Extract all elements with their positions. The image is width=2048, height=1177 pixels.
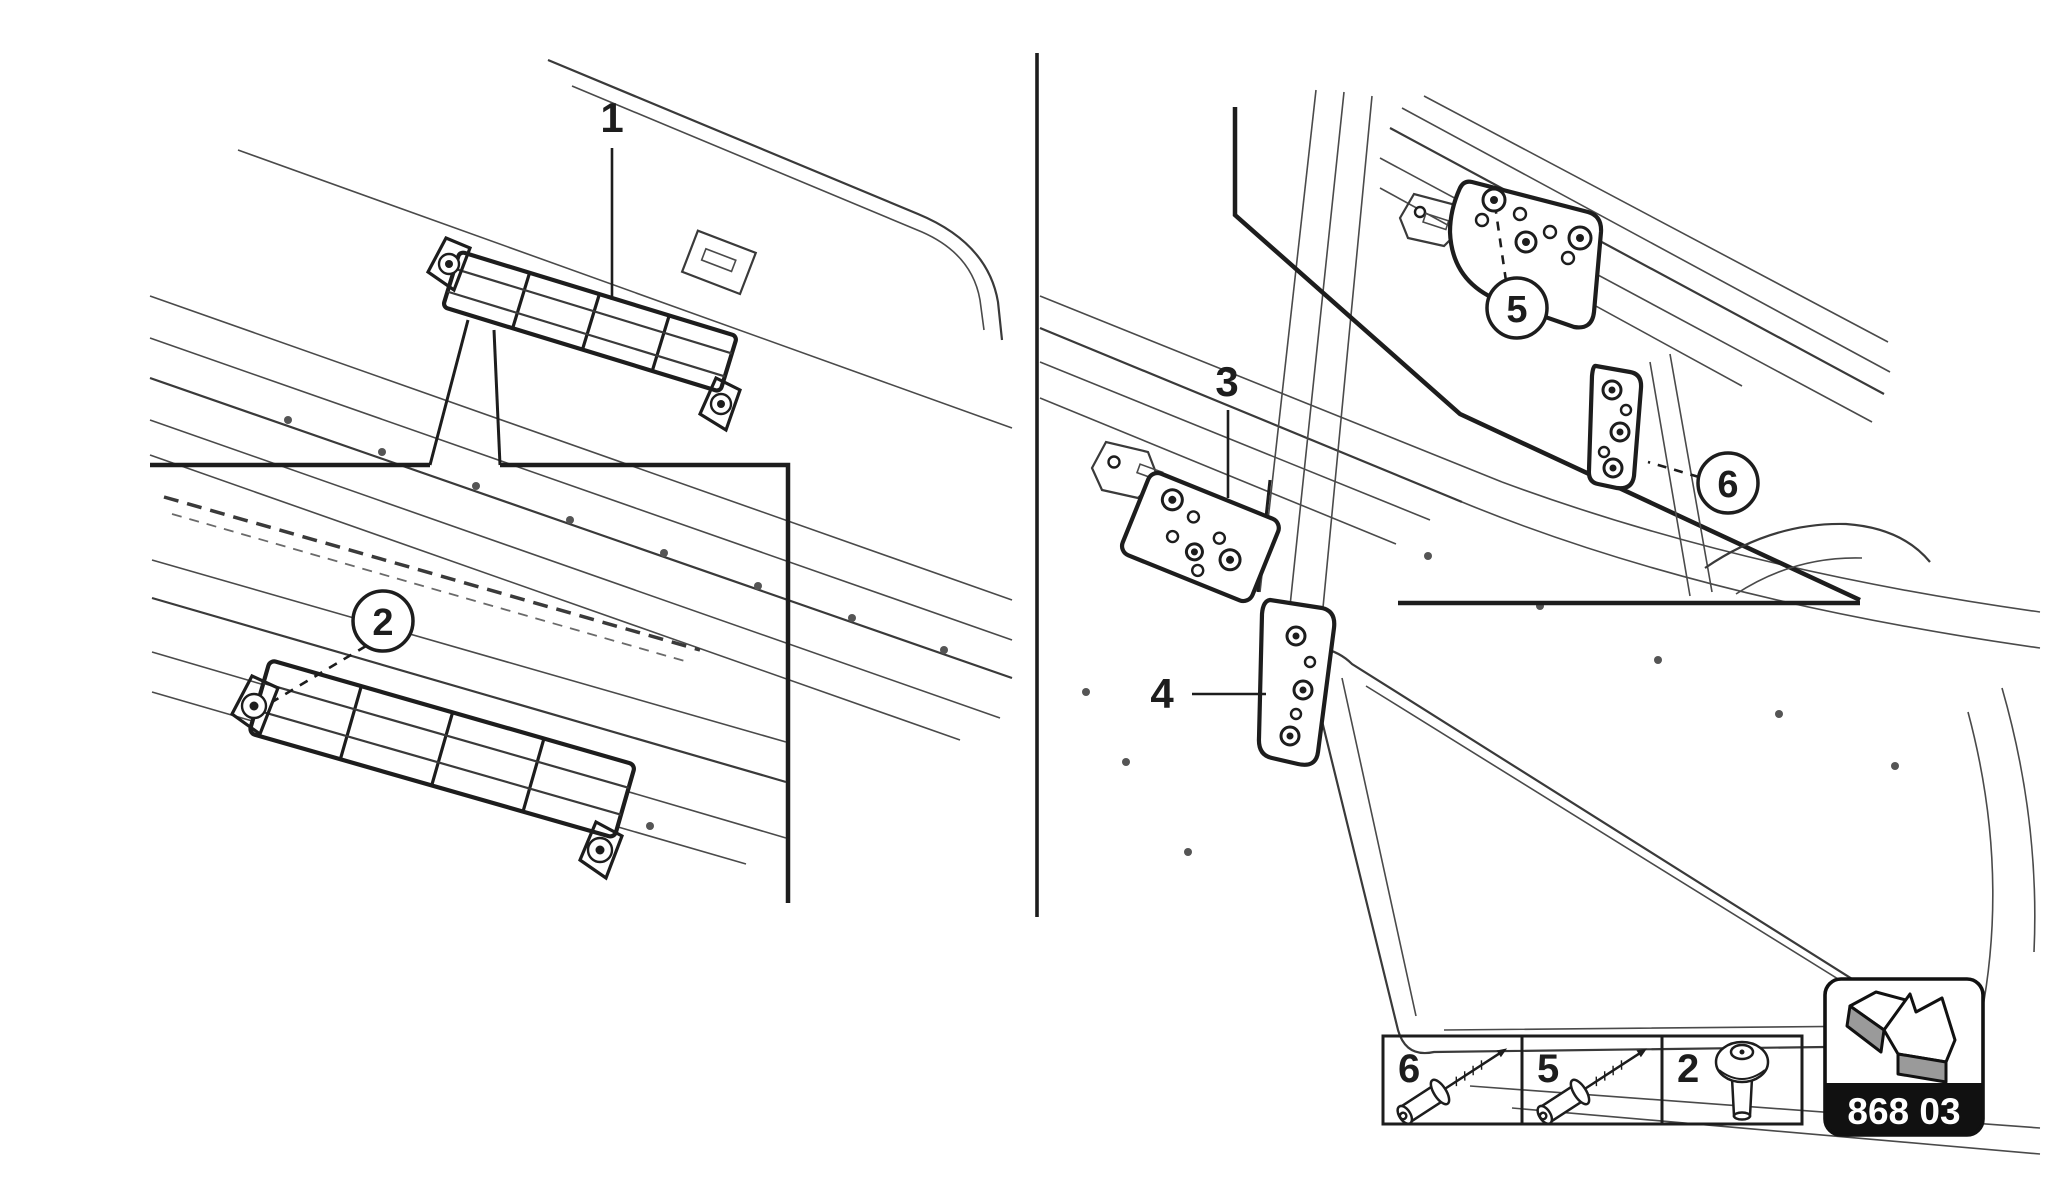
trim-detail-part6 <box>1586 363 1644 491</box>
callout-6-dashed-leader <box>1647 460 1700 479</box>
trim-end-tab-left <box>425 235 473 293</box>
rail-clip <box>680 229 758 296</box>
blind-rivet-icon <box>1536 1048 1648 1126</box>
callout-3-label: 3 <box>1215 358 1238 405</box>
pillar-main-view: 3 4 <box>1039 89 2041 1155</box>
detail-box-border-left <box>150 462 791 903</box>
legend-ref-6: 6 <box>1398 1047 1420 1091</box>
callout-5-label: 5 <box>1506 289 1527 331</box>
legend-ref-5: 5 <box>1537 1047 1559 1091</box>
detail-box-border-right <box>1232 107 1861 603</box>
callout-6-circle <box>1696 451 1760 515</box>
legend-item-6: 6 <box>1396 1047 1508 1126</box>
detail-end-tab-left <box>229 673 281 737</box>
trim-strip-detail <box>229 659 636 881</box>
callout-6-label: 6 <box>1717 464 1738 506</box>
section-arrow-icon <box>1845 990 1957 1084</box>
pillar-detail-view: 5 6 <box>1232 95 1931 606</box>
pan-head-screw-icon <box>1714 1040 1770 1121</box>
trim-strip-part1 <box>425 235 742 433</box>
callout-4-label: 4 <box>1150 670 1174 717</box>
blind-rivet-icon <box>1396 1048 1508 1126</box>
pillar-rivet-dots <box>1082 552 1899 856</box>
legend-item-5: 5 <box>1536 1047 1648 1126</box>
legend-ref-2: 2 <box>1677 1047 1699 1091</box>
callout-1-label: 1 <box>600 94 623 141</box>
detail-callout-leg-right <box>492 329 502 466</box>
trim-part4 <box>1256 597 1337 767</box>
bracket-part3 <box>1119 470 1281 604</box>
badge-code: 868 03 <box>1847 1091 1960 1132</box>
rail-rivet-dots <box>284 416 948 654</box>
callout-5-circle <box>1485 276 1549 340</box>
callout-2-label: 2 <box>372 602 393 644</box>
callout-5-dashed-leader <box>1494 211 1508 282</box>
legend-item-2: 2 <box>1677 1040 1770 1121</box>
trim-end-tab-right <box>697 375 742 433</box>
detail-callout-leg-left <box>428 319 470 466</box>
part-group-badge: 868 03 <box>1823 977 1985 1137</box>
bracket-part5-detail <box>1447 179 1604 330</box>
badge-code-band <box>1825 1083 1983 1135</box>
callout-2-circle <box>351 589 415 653</box>
roof-trim-detail-view: 2 <box>150 462 791 903</box>
roof-rail-main-view: 1 <box>149 58 1013 741</box>
fastener-legend: 6 5 <box>1381 1034 1804 1126</box>
callout-2-dashed-leader <box>271 644 367 704</box>
detail-end-tab-right <box>578 819 624 881</box>
